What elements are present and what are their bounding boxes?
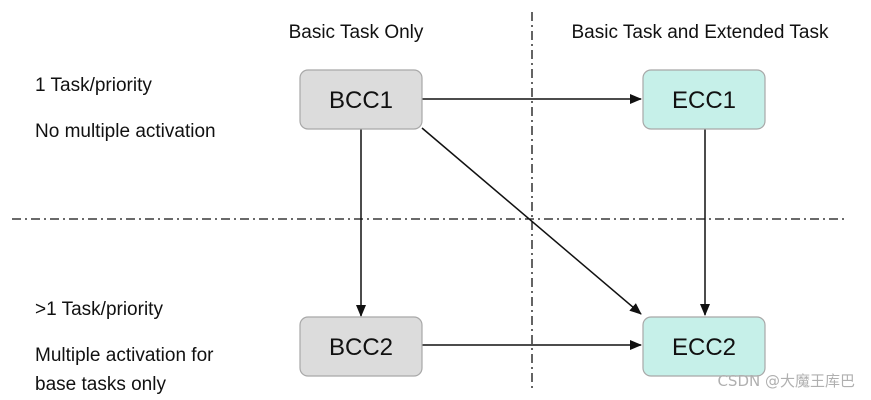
node-bcc2: BCC2 bbox=[299, 316, 423, 377]
node-ecc1: ECC1 bbox=[642, 69, 766, 130]
row-bottom-label-2: Multiple activation for bbox=[35, 345, 214, 366]
row-bottom-label-3: base tasks only bbox=[35, 374, 166, 395]
node-ecc2: ECC2 bbox=[642, 316, 766, 377]
row-bottom-label-1: >1 Task/priority bbox=[35, 299, 163, 320]
node-bcc1: BCC1 bbox=[299, 69, 423, 130]
column-header-basic: Basic Task Only bbox=[289, 22, 424, 43]
column-header-extended: Basic Task and Extended Task bbox=[571, 22, 829, 43]
node-ecc2-label: ECC2 bbox=[672, 334, 736, 361]
node-ecc2-box bbox=[642, 316, 766, 377]
node-ecc1-label: ECC1 bbox=[672, 87, 736, 114]
node-bcc2-label: BCC2 bbox=[329, 334, 393, 361]
node-bcc1-label: BCC1 bbox=[329, 87, 393, 114]
watermark-text: CSDN @大魔王库巴 bbox=[717, 372, 855, 390]
node-bcc1-box bbox=[299, 69, 423, 130]
row-top-label-1: 1 Task/priority bbox=[35, 75, 152, 96]
node-ecc1-box bbox=[642, 69, 766, 130]
edge-bcc1-to-ecc2 bbox=[421, 127, 642, 315]
row-top-label-2: No multiple activation bbox=[35, 121, 216, 142]
node-bcc2-box bbox=[299, 316, 423, 377]
